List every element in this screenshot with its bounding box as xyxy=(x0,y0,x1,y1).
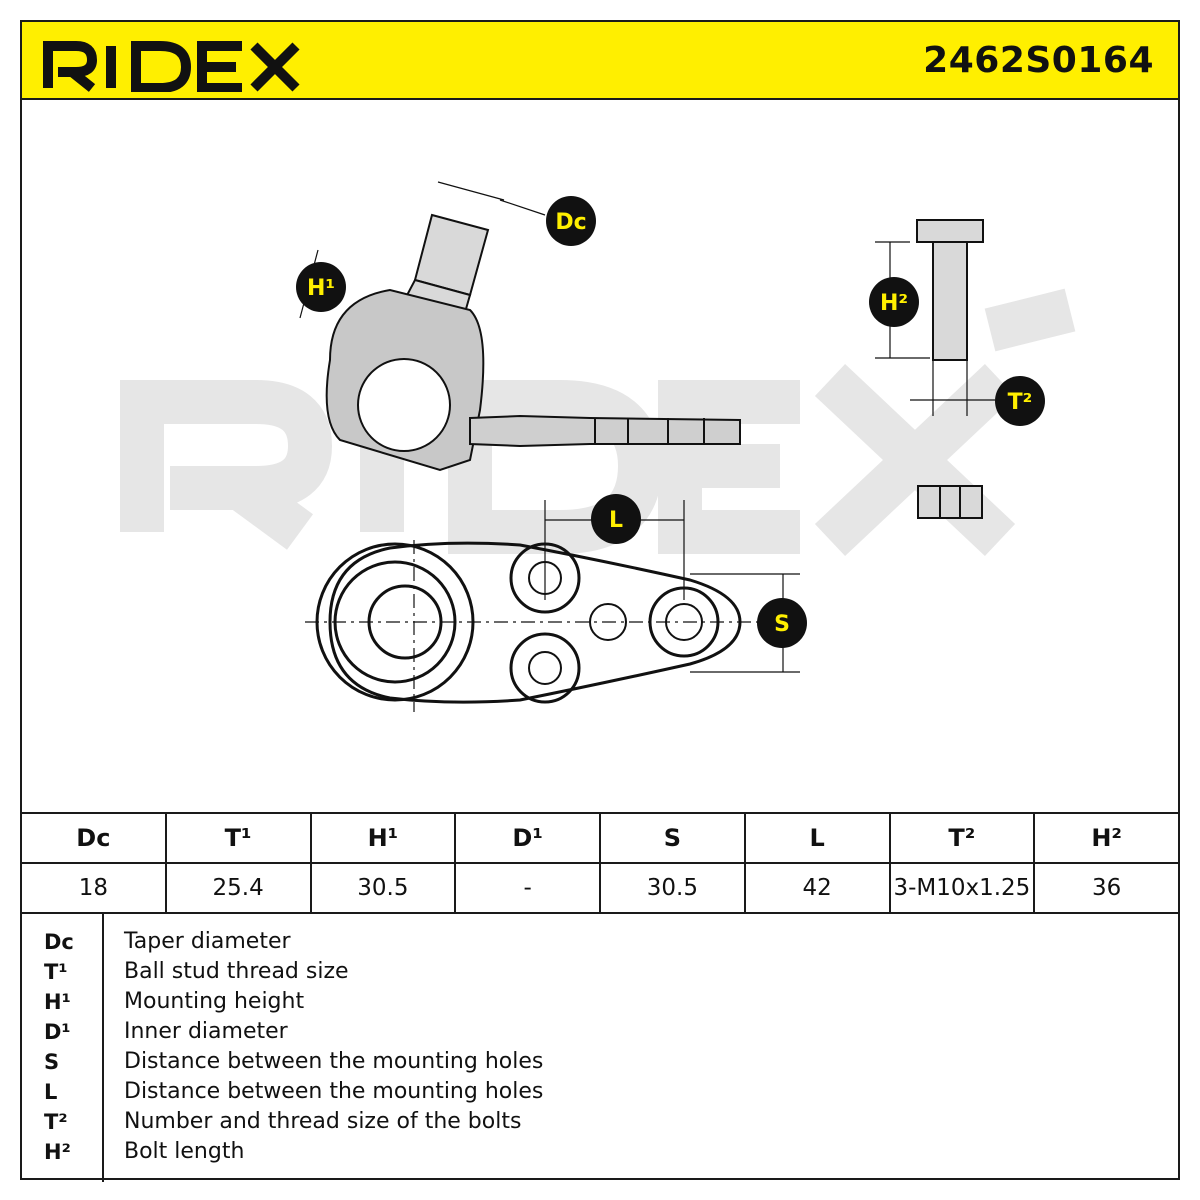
spec-value-row: 18 25.4 30.5 - 30.5 42 3-M10x1.25 36 xyxy=(20,862,1180,914)
spec-value-l: 42 xyxy=(743,862,891,914)
legend-divider xyxy=(102,914,104,1182)
legend-item: D¹ Inner diameter xyxy=(20,1017,1180,1047)
badge-t2: T² xyxy=(1008,390,1033,415)
legend-key: H¹ xyxy=(44,990,71,1014)
legend-item: H² Bolt length xyxy=(20,1137,1180,1167)
badge-h1: H¹ xyxy=(307,276,335,301)
nut-drawing xyxy=(917,485,983,519)
spec-value-d1: - xyxy=(454,862,601,914)
ball-joint-side-view xyxy=(325,213,741,472)
spec-value-t1: 25.4 xyxy=(164,862,312,914)
technical-drawing: Dc H¹ H² T² L S xyxy=(120,181,1076,712)
spec-value-s: 30.5 xyxy=(599,862,746,914)
badge-l: L xyxy=(609,508,623,533)
spec-value-h2: 36 xyxy=(1033,862,1180,914)
badge-dc: Dc xyxy=(555,210,586,235)
legend-item: L Distance between the mounting holes xyxy=(20,1077,1180,1107)
legend-key: D¹ xyxy=(44,1020,71,1044)
legend-item: T² Number and thread size of the bolts xyxy=(20,1107,1180,1137)
legend-key: T² xyxy=(44,1110,68,1134)
legend-desc: Number and thread size of the bolts xyxy=(124,1109,522,1134)
badge-s: S xyxy=(774,612,790,637)
legend-item: H¹ Mounting height xyxy=(20,987,1180,1017)
ridex-logo xyxy=(43,41,300,92)
legend-item: T¹ Ball stud thread size xyxy=(20,957,1180,987)
badge-h2: H² xyxy=(880,291,908,316)
legend-desc: Mounting height xyxy=(124,989,305,1014)
legend-desc: Bolt length xyxy=(124,1139,245,1164)
spec-table: Dc T¹ H¹ D¹ S L T² H² 18 25.4 30.5 - 30.… xyxy=(20,812,1180,914)
spec-header-dc: Dc xyxy=(20,812,167,864)
legend-key: H² xyxy=(44,1140,71,1164)
spec-header-d1: D¹ xyxy=(454,812,601,864)
legend-desc: Distance between the mounting holes xyxy=(124,1079,544,1104)
spec-header-h1: H¹ xyxy=(309,812,457,864)
legend-key: S xyxy=(44,1050,60,1074)
legend-item: S Distance between the mounting holes xyxy=(20,1047,1180,1077)
spec-header-t2: T² xyxy=(888,812,1036,864)
spec-value-t2: 3-M10x1.25 xyxy=(888,862,1036,914)
legend-key: Dc xyxy=(44,930,74,954)
spec-header-t1: T¹ xyxy=(164,812,312,864)
header-bar: 2462S0164 xyxy=(20,20,1180,100)
legend-key: L xyxy=(44,1080,58,1104)
bolt-drawing xyxy=(916,219,984,361)
dimension-badges: Dc H¹ H² T² L S xyxy=(296,196,1045,648)
legend: Dc Taper diameter T¹ Ball stud thread si… xyxy=(20,912,1180,1182)
legend-desc: Taper diameter xyxy=(124,929,291,954)
spec-header-l: L xyxy=(743,812,891,864)
legend-desc: Ball stud thread size xyxy=(124,959,349,984)
legend-key: T¹ xyxy=(44,960,68,984)
legend-item: Dc Taper diameter xyxy=(20,927,1180,957)
spec-header-row: Dc T¹ H¹ D¹ S L T² H² xyxy=(20,812,1180,864)
spec-header-h2: H² xyxy=(1033,812,1180,864)
spec-value-h1: 30.5 xyxy=(309,862,457,914)
legend-desc: Distance between the mounting holes xyxy=(124,1049,544,1074)
part-number: 2462S0164 xyxy=(923,40,1154,81)
legend-desc: Inner diameter xyxy=(124,1019,288,1044)
spec-header-s: S xyxy=(599,812,746,864)
spec-value-dc: 18 xyxy=(20,862,167,914)
